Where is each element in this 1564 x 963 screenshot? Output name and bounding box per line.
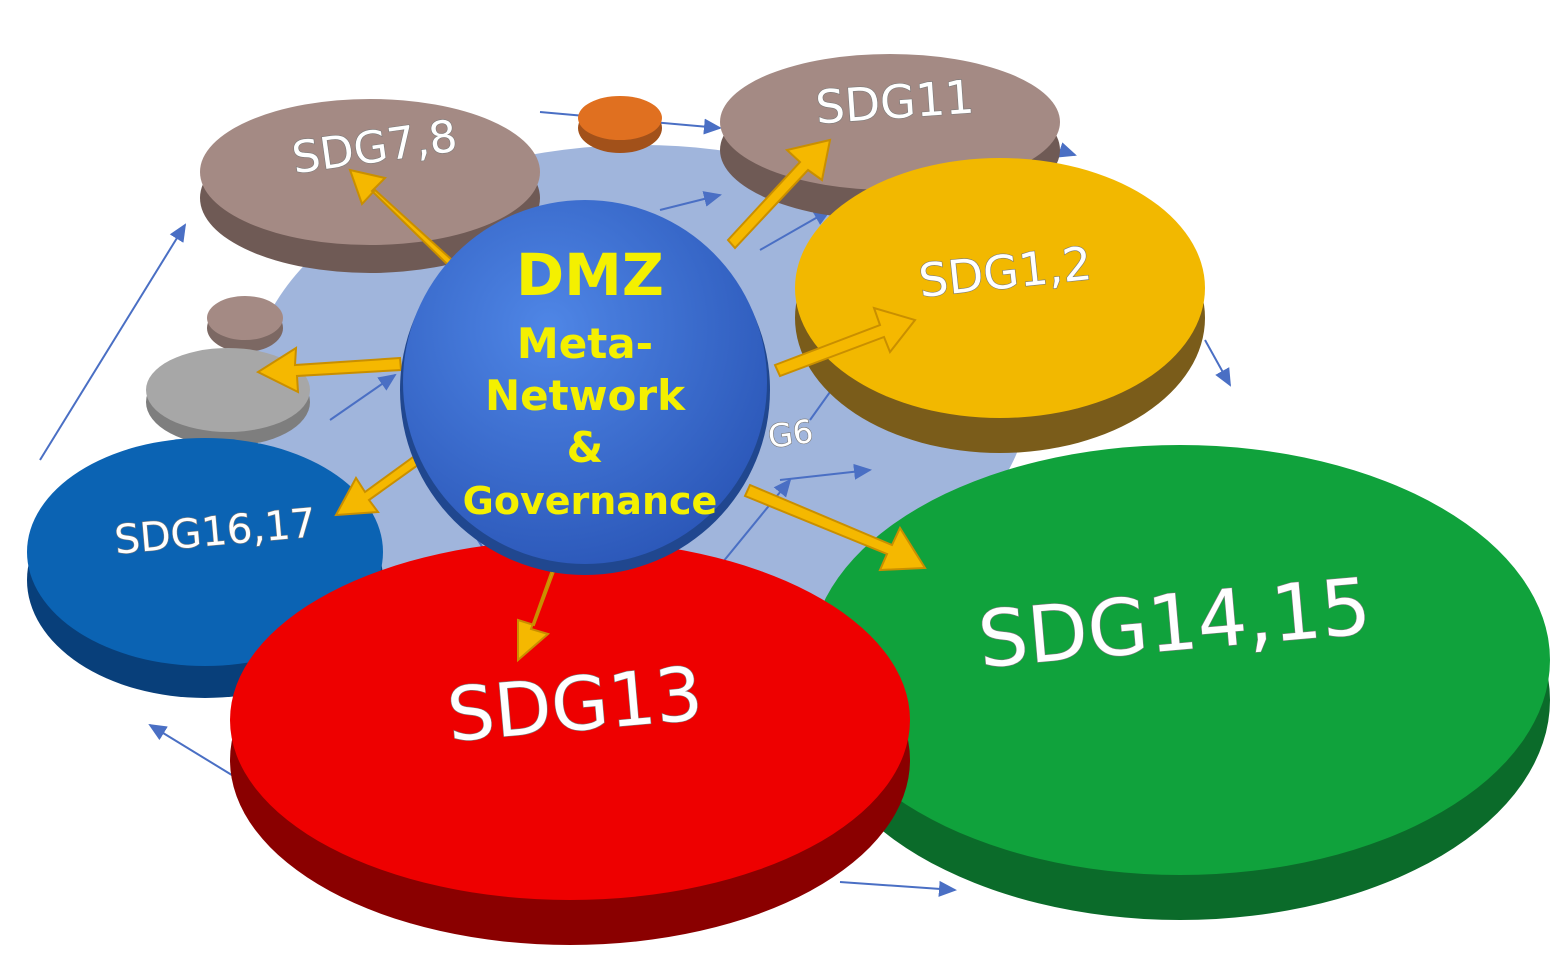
small-orange-puck — [578, 96, 662, 153]
center-line-1: Meta- — [517, 319, 653, 368]
connector-arrow — [779, 463, 872, 481]
node-sdg6-label: G6 — [766, 412, 816, 456]
center-line-4: Governance — [463, 479, 718, 523]
hub-arrow-sdg16-17 — [334, 450, 427, 517]
connector-arrow — [148, 723, 241, 781]
connector-arrow — [329, 373, 397, 421]
connector-arrow — [1204, 339, 1231, 387]
connector-arrow — [759, 209, 832, 251]
connector-arrow — [659, 191, 722, 211]
center-line-2: Network — [485, 371, 686, 420]
node-sdg1-2-label: SDG1,2 — [916, 236, 1094, 308]
node-sdg7-8: SDG7,8 — [200, 99, 540, 273]
hub-arrow-sdg14-15 — [743, 483, 927, 572]
hub-arrows — [255, 138, 927, 663]
node-sdg1-2: SDG1,2 — [795, 158, 1205, 453]
connector-arrow — [39, 223, 187, 461]
node-sdg13: SDG13 — [230, 540, 910, 945]
small-taupe-puck — [207, 296, 283, 352]
node-sdg11-label: SDG11 — [814, 70, 976, 135]
hub-arrow-grey — [255, 346, 403, 394]
node-sdg14-15: SDG14,15 — [810, 445, 1550, 920]
hub-arrow-sdg7-8 — [348, 168, 454, 267]
connector-arrow — [839, 880, 957, 897]
center-line-3: & — [567, 423, 604, 472]
hub-arrow-sdg11 — [726, 138, 832, 250]
center-title: DMZ — [516, 241, 664, 309]
hub-arrow-sdg1-2 — [773, 306, 917, 378]
center-hub: DMZ Meta- Network & Governance — [400, 200, 770, 575]
connector-arrow — [1057, 142, 1077, 158]
